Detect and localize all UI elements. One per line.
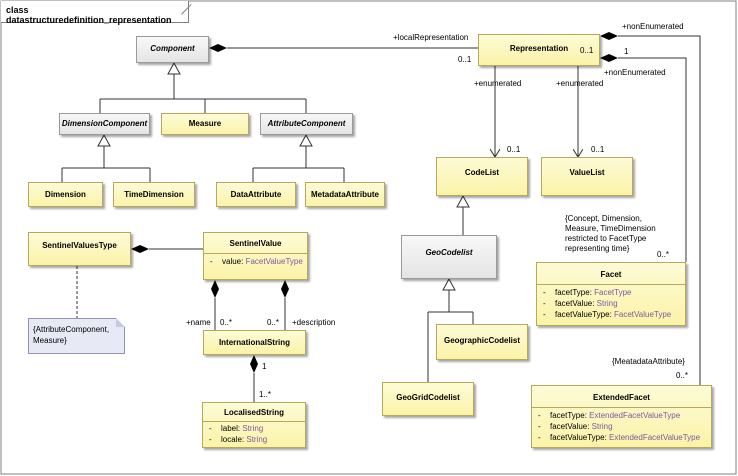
class-dimension-component[interactable]: DimensionComponent xyxy=(59,113,150,135)
class-name: SentinelValuesType xyxy=(42,241,117,250)
edge-sentinel-values-type-value xyxy=(131,245,203,253)
edge-generalization-codelist xyxy=(456,194,470,235)
class-time-dimension[interactable]: TimeDimension xyxy=(113,182,195,207)
label-enumerated-left-mult: 0..1 xyxy=(507,145,521,154)
attribute-facet-value-type: -facetValueType: FacetValueType xyxy=(543,310,672,319)
edge-representation-extended-facet xyxy=(600,32,701,385)
class-name: DimensionComponent xyxy=(61,119,148,128)
label-enumerated-right-mult: 0..1 xyxy=(591,145,605,154)
attribute-facet-value: -facetValue: String xyxy=(543,299,618,308)
label-localised-mult: 1..* xyxy=(259,390,272,399)
edge-generalization-geocodelist xyxy=(427,277,474,382)
label-non-enumerated-mid: +nonEnumerated xyxy=(604,68,666,77)
class-sentinel-value[interactable]: SentinelValue -value: FacetValueType xyxy=(203,232,308,280)
class-sentinel-values-type[interactable]: SentinelValuesType xyxy=(28,232,131,266)
constraint-line: Measure, TimeDimension xyxy=(565,224,656,233)
edge-international-localised xyxy=(250,355,258,402)
class-geographic-codelist[interactable]: GeographicCodelist xyxy=(436,324,528,360)
class-name: Measure xyxy=(188,119,222,128)
label-extended-mult: 0..* xyxy=(676,371,689,380)
edge-generalization-dimension-component xyxy=(61,133,151,182)
attribute-facet-value-type: -facetValueType: ExtendedFacetValueType xyxy=(538,433,701,442)
class-name: GeographicCodelist xyxy=(443,336,520,345)
class-name: ExtendedFacet xyxy=(593,393,650,402)
frame-title: class datastructuredefinition_representa… xyxy=(1,1,189,25)
class-dimension[interactable]: Dimension xyxy=(28,182,103,207)
attribute-facet-value: -facetValue: String xyxy=(538,422,613,431)
edge-sentinel-value-name xyxy=(211,280,219,330)
class-attribute-component[interactable]: AttributeComponent xyxy=(260,113,353,135)
class-code-list[interactable]: CodeList xyxy=(436,157,528,196)
edge-representation-facet xyxy=(600,54,687,262)
class-geo-codelist[interactable]: GeoCodelist xyxy=(401,235,497,279)
label-name-role: +name xyxy=(186,318,211,327)
label-facet-mult: 0..* xyxy=(657,250,670,259)
class-name: MetadataAttribute xyxy=(310,190,379,199)
class-name: Representation xyxy=(509,44,569,53)
class-geo-grid-codelist[interactable]: GeoGridCodelist xyxy=(382,382,474,416)
label-non-enumerated-top: +nonEnumerated xyxy=(622,22,684,31)
class-name: Component xyxy=(150,44,195,53)
class-component[interactable]: Component xyxy=(136,36,209,63)
attribute-facet-type: -facetType: FacetType xyxy=(543,288,632,297)
class-name: GeoGridCodelist xyxy=(396,393,460,402)
constraint-line: restricted to FacetType xyxy=(565,234,647,243)
class-representation[interactable]: Representation xyxy=(478,34,600,66)
class-name: LocalisedString xyxy=(223,408,284,417)
note-line: Measure} xyxy=(33,336,67,345)
note-line: {AttributeComponent, xyxy=(33,325,110,334)
label-international-mult: 1 xyxy=(262,362,267,371)
label-non-enumerated-top-mult: 1 xyxy=(624,47,629,56)
edge-generalization-attribute-component xyxy=(252,133,345,182)
constraint-line: representing time} xyxy=(565,244,630,253)
label-description-mult: 0..* xyxy=(267,318,280,327)
label-name-mult: 0..* xyxy=(220,318,233,327)
label-description-role: +description xyxy=(292,318,336,327)
attribute-locale: -locale: String xyxy=(209,435,268,444)
class-extended-facet[interactable]: ExtendedFacet -facetType: ExtendedFacetV… xyxy=(531,385,712,448)
attribute-value: -value: FacetValueType xyxy=(210,257,303,266)
label-metadata-constraint: {MeatadataAttribute} xyxy=(612,357,685,366)
class-international-string[interactable]: InternationalString xyxy=(203,330,306,355)
label-local-representation-mult: 0..1 xyxy=(458,55,472,64)
note-fold xyxy=(116,318,125,327)
class-value-list[interactable]: ValueList xyxy=(541,157,633,196)
class-localised-string[interactable]: LocalisedString -label: String -locale: … xyxy=(202,402,306,448)
class-name: AttributeComponent xyxy=(267,119,346,128)
class-name: GeoCodelist xyxy=(425,248,473,257)
class-separator xyxy=(203,421,305,422)
class-name: InternationalString xyxy=(218,338,291,347)
facet-constraint: {Concept, Dimension, Measure, TimeDimens… xyxy=(565,214,656,254)
class-separator xyxy=(537,284,685,285)
class-name: ValueList xyxy=(569,168,605,177)
attribute-facet-type: -facetType: ExtendedFacetValueType xyxy=(538,411,681,420)
class-name: DataAttribute xyxy=(230,190,282,199)
label-enumerated-left: +enumerated xyxy=(474,79,522,88)
edge-generalization-component xyxy=(99,61,307,113)
attribute-label: -label: String xyxy=(209,424,264,433)
class-separator xyxy=(532,407,711,408)
class-data-attribute[interactable]: DataAttribute xyxy=(216,182,296,207)
class-measure[interactable]: Measure xyxy=(161,113,249,135)
label-representation-mult: 0..1 xyxy=(580,46,594,55)
edge-component-representation xyxy=(209,44,478,52)
class-separator xyxy=(204,253,307,254)
class-metadata-attribute[interactable]: MetadataAttribute xyxy=(305,182,385,207)
edge-sentinel-value-description xyxy=(281,280,289,330)
class-name: Dimension xyxy=(45,190,86,199)
class-name: Facet xyxy=(600,270,622,279)
label-enumerated-right: +enumerated xyxy=(556,79,604,88)
class-name: TimeDimension xyxy=(124,190,184,199)
class-facet[interactable]: Facet -facetType: FacetType -facetValue:… xyxy=(536,262,686,326)
note-attribute-component: {AttributeComponent, Measure} xyxy=(28,318,125,354)
constraint-line: {Concept, Dimension, xyxy=(565,214,642,223)
class-name: SentinelValue xyxy=(229,239,282,248)
label-local-representation: +localRepresentation xyxy=(393,33,469,42)
class-name: CodeList xyxy=(464,168,500,177)
